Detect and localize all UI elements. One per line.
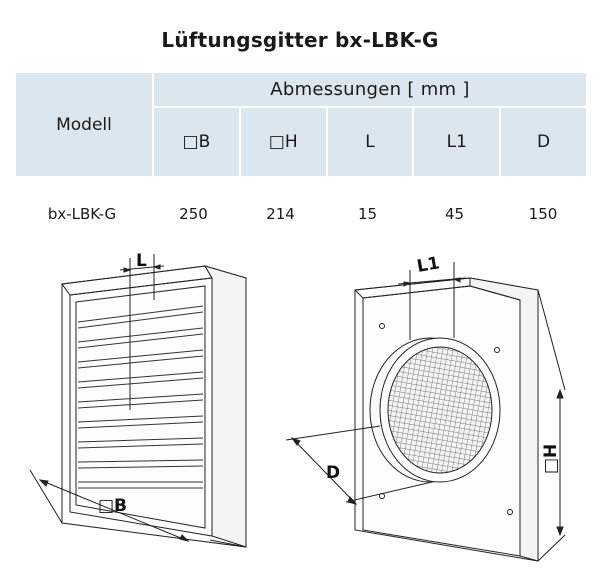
- front-grille-drawing: [29, 254, 247, 548]
- dimensions-group-header: Abmessungen [ mm ]: [152, 71, 588, 108]
- column-header-d: D: [499, 106, 588, 178]
- dim-label-h: □H: [541, 444, 561, 474]
- dimensions-table: Modell Abmessungen [ mm ] □B □H L L1 D: [14, 71, 588, 178]
- dim-label-l1: L1: [415, 253, 441, 277]
- column-header-b: □B: [152, 106, 241, 178]
- technical-drawing: L □B L1 D □H: [29, 251, 566, 562]
- dim-label-b: □B: [98, 496, 127, 516]
- cell-d: 150: [528, 205, 558, 223]
- column-header-h: □H: [238, 106, 328, 178]
- cell-h: 214: [266, 205, 295, 223]
- cell-model: bx-LBK-G: [47, 205, 117, 223]
- column-header-l: L: [325, 106, 415, 178]
- dim-label-d: D: [326, 463, 340, 483]
- rear-grille-drawing: [285, 262, 566, 562]
- cell-b: 250: [179, 205, 208, 223]
- cell-l: 15: [357, 205, 378, 223]
- dim-label-l: L: [136, 251, 147, 271]
- page-title: Lüftungsgitter bx-LBK-G: [161, 28, 439, 52]
- table-row: bx-LBK-G 250 214 15 45 150: [14, 200, 588, 228]
- column-header-l1: L1: [412, 106, 502, 178]
- model-header: Modell: [14, 71, 154, 178]
- cell-l1: 45: [444, 205, 465, 223]
